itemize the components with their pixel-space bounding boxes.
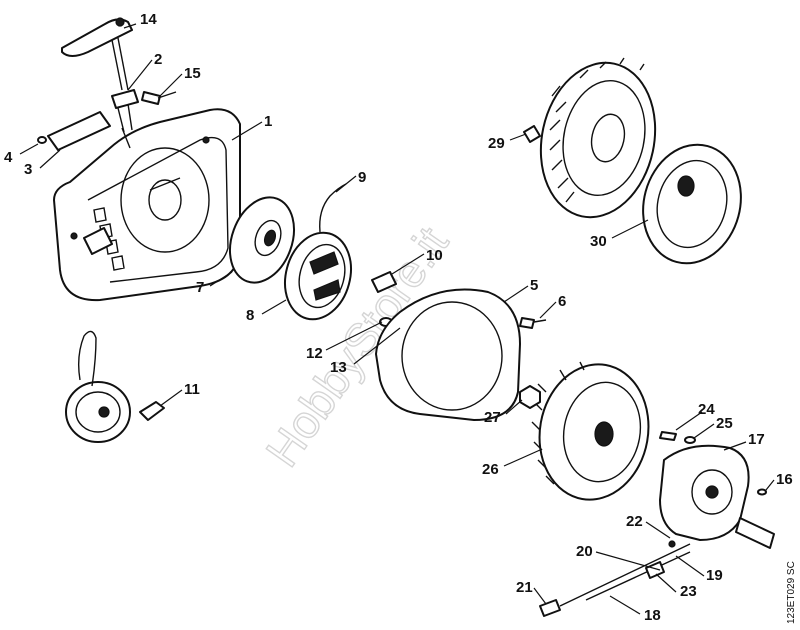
callout-7: 7 — [196, 279, 204, 296]
callout-3: 3 — [24, 161, 32, 178]
nut-27-part — [519, 385, 541, 409]
callout-18: 18 — [644, 607, 661, 624]
screw-24-part — [659, 431, 677, 441]
shroud-part — [375, 288, 521, 421]
rewind-spring-part — [284, 183, 352, 321]
callout-30: 30 — [590, 233, 607, 250]
callout-21: 21 — [516, 579, 533, 596]
callout-23: 23 — [680, 583, 697, 600]
callout-20: 20 — [576, 543, 593, 560]
callout-10: 10 — [426, 247, 443, 264]
drawing-code: 123ET029 SC — [786, 561, 797, 624]
callout-14: 14 — [140, 11, 157, 28]
callout-8: 8 — [246, 307, 254, 324]
rope-rotor-part — [229, 196, 295, 284]
pawl-part — [371, 271, 414, 329]
callout-17: 17 — [748, 431, 765, 448]
callout-5: 5 — [530, 277, 538, 294]
callout-26: 26 — [482, 461, 499, 478]
callout-1: 1 — [264, 113, 272, 130]
callout-11: 11 — [184, 381, 200, 398]
flywheel-cover-part — [642, 143, 742, 265]
callout-22: 22 — [626, 513, 643, 530]
callout-27: 27 — [484, 409, 501, 426]
callout-29: 29 — [488, 135, 505, 152]
callout-24: 24 — [698, 401, 715, 418]
flywheel-upper-part — [539, 57, 657, 219]
flywheel-lower-part — [531, 361, 650, 501]
rope-guide-part — [111, 89, 139, 133]
callout-19: 19 — [706, 567, 723, 584]
ignition-cable-part — [539, 540, 691, 617]
starter-assembly-part — [65, 330, 165, 443]
callout-6: 6 — [558, 293, 566, 310]
leader-lines — [19, 23, 775, 615]
callout-16: 16 — [776, 471, 793, 488]
callout-12: 12 — [306, 345, 323, 362]
screw-29-part — [523, 125, 541, 143]
starter-grip-part — [61, 17, 133, 91]
pin-4-part — [37, 136, 47, 144]
screw-15-part — [141, 91, 177, 105]
callout-25: 25 — [716, 415, 733, 432]
callout-4: 4 — [4, 149, 13, 166]
ignition-module-part — [659, 444, 775, 549]
fan-housing-part — [53, 108, 241, 302]
plate-part — [47, 111, 111, 151]
callout-13: 13 — [330, 359, 347, 376]
pin-16-part — [757, 488, 767, 496]
callout-9: 9 — [358, 169, 366, 186]
callout-2: 2 — [154, 51, 162, 68]
callout-15: 15 — [184, 65, 201, 82]
washer-25-part — [684, 436, 696, 444]
callout-labels: 14 2 15 1 4 3 7 8 9 10 12 13 5 6 11 27 2… — [4, 11, 793, 624]
screw-6-part — [519, 317, 547, 329]
